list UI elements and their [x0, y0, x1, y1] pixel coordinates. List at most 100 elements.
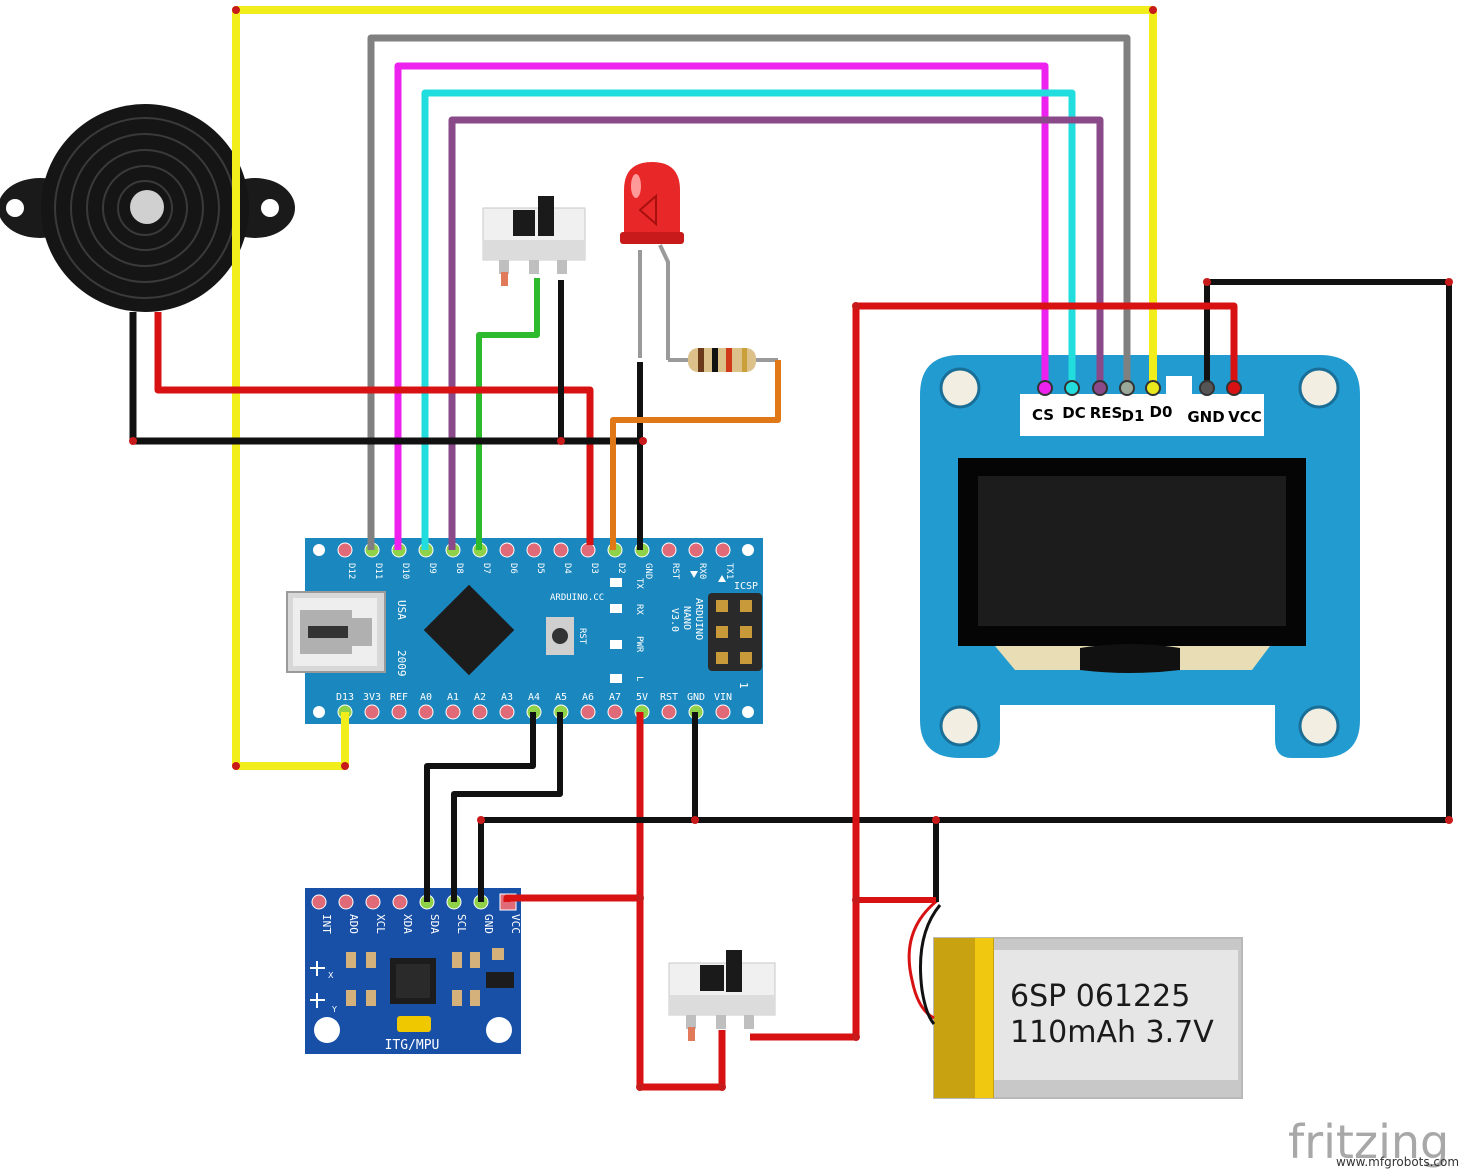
wire-purple [448, 116, 1104, 550]
mpu-pin [338, 894, 354, 910]
oled-pin-label: D1 [1122, 407, 1145, 425]
wire-orange [610, 360, 781, 550]
oled-display: CS DC RES D1 D0 GND VCC [920, 355, 1360, 758]
brand-label: ARDUINO.CC [550, 593, 604, 603]
nano-pin [580, 542, 596, 558]
red-led [620, 162, 684, 360]
nano-pin-label: A0 [420, 692, 432, 703]
nano-pin-label: D10 [400, 563, 410, 579]
year-label: 2009 [395, 650, 408, 677]
mpu-pin-label: SCL [455, 914, 468, 934]
axis-x-label: X [328, 971, 334, 980]
resistor [668, 348, 778, 372]
nano-pin [445, 704, 461, 720]
mpu-pin-label: GND [482, 914, 495, 934]
nano-pin-label: D6 [508, 563, 518, 574]
nano-pin-label: GND [643, 563, 653, 579]
slide-switch-top[interactable] [482, 196, 586, 286]
fritzing-logo: fritzing [1288, 1115, 1449, 1169]
mpu-pin-label: VCC [509, 914, 522, 934]
nano-pin-label: 3V3 [363, 692, 381, 703]
nano-pin [364, 704, 380, 720]
model-label: ARDUINO [693, 598, 704, 640]
mpu-pin [392, 894, 408, 910]
nano-pin [661, 704, 677, 720]
nano-pin-label: D8 [454, 563, 464, 574]
mpu-board-label: ITG/MPU [385, 1038, 440, 1053]
wire-black [424, 712, 536, 902]
wire-black [129, 312, 643, 445]
nano-pin [499, 704, 515, 720]
oled-pin-label: CS [1032, 406, 1054, 424]
nano-pin-label: D2 [616, 563, 626, 574]
wire-black [478, 279, 1452, 902]
nano-pin [580, 704, 596, 720]
nano-pin-label: REF [390, 692, 408, 703]
nano-pin-label: RX0 [697, 563, 707, 579]
battery-label-1: 6SP 061225 [1010, 979, 1190, 1014]
nano-pin [715, 542, 731, 558]
wire-black [451, 712, 563, 902]
oled-pin-label: DC [1062, 404, 1085, 422]
lipo-battery: 6SP 061225 110mAh 3.7V [907, 898, 1243, 1099]
nano-pin [607, 704, 623, 720]
wire-magenta [394, 62, 1049, 550]
nano-pin-label: A2 [474, 692, 486, 703]
slide-switch-bottom[interactable] [668, 950, 776, 1041]
watermark-text: www.mfgrobots.com [1336, 1155, 1459, 1169]
nano-pin-label: A6 [582, 692, 594, 703]
model-label: V3.0 [669, 608, 680, 632]
nano-pin [553, 542, 569, 558]
nano-pin-label: TX1 [724, 563, 734, 579]
tx-led-label: TX [634, 578, 644, 589]
oled-pin-label: D0 [1150, 403, 1173, 421]
nano-pin-label: A3 [501, 692, 513, 703]
nano-pin [391, 704, 407, 720]
nano-pin [472, 704, 488, 720]
pin1-label: 1 [737, 682, 750, 689]
wires [129, 6, 1453, 1091]
nano-pin-label: D3 [589, 563, 599, 574]
nano-pin [661, 542, 677, 558]
usa-label: USA [395, 600, 408, 620]
model-label: NANO [681, 606, 692, 630]
oled-pin-label: RES [1090, 404, 1123, 422]
rx-led-label: RX [634, 604, 644, 615]
nano-pin-label: A5 [555, 692, 567, 703]
wire-gray [367, 34, 1131, 550]
mpu-pin [311, 894, 327, 910]
wire-green [476, 278, 540, 550]
arduino-nano-board: USA 2009 RST ARDUINO.CC TX RX PWR L ARDU… [286, 538, 763, 724]
mpu-pin-label: XDA [401, 914, 414, 934]
nano-pin [526, 542, 542, 558]
nano-pin-label: VIN [714, 692, 732, 703]
icsp-header [708, 593, 762, 671]
nano-pin-label: D12 [346, 563, 356, 579]
wire-red [503, 894, 640, 902]
pwr-led-label: PWR [634, 636, 644, 653]
axis-y-label: Y [331, 1005, 337, 1014]
nano-pin-label: GND [687, 692, 705, 703]
nano-pin-label: A1 [447, 692, 459, 703]
wire-cyan [421, 89, 1076, 550]
nano-pin-label: D7 [481, 563, 491, 574]
nano-pin-label: D9 [427, 563, 437, 574]
nano-pin-label: A4 [528, 692, 540, 703]
l-led-label: L [634, 676, 644, 681]
oled-pin-label: GND [1187, 408, 1224, 426]
nano-pin-label: D13 [336, 692, 354, 703]
nano-pin-label: D5 [535, 563, 545, 574]
nano-pin [688, 542, 704, 558]
nano-pin-label: RST [670, 563, 680, 580]
wire-red [154, 312, 594, 545]
piezo-buzzer [0, 104, 295, 312]
wire-red [636, 712, 726, 1091]
nano-pin [418, 704, 434, 720]
nano-pin-label: RST [660, 692, 678, 703]
nano-pin-label: D4 [562, 563, 572, 574]
mpu-pin-label: SDA [428, 914, 441, 934]
nano-pin-label: 5V [636, 692, 648, 703]
nano-pin [499, 542, 515, 558]
